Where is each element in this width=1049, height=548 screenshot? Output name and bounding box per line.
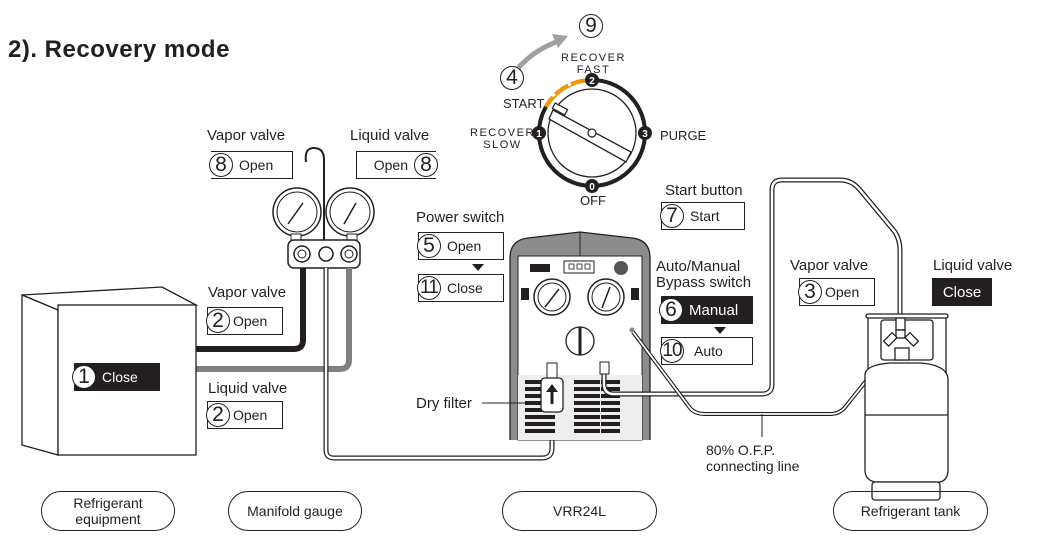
ofp-line-label-line2: connecting line xyxy=(706,458,800,474)
dial-label-purge: PURGE xyxy=(660,128,707,143)
dial-marker-3 xyxy=(638,126,652,140)
power-switch-label: Power switch xyxy=(416,209,505,226)
manifold-liquid-valve-status: Open 8 xyxy=(356,151,438,179)
equipment-vapor-valve-label: Vapor valve xyxy=(208,284,287,301)
manifold-vapor-valve-label: Vapor valve xyxy=(207,127,286,144)
component-vrr24l: VRR24L xyxy=(502,491,657,531)
refrigerant-tank xyxy=(864,313,949,501)
dial-marker-0-text: 0 xyxy=(589,182,595,193)
dial-label-off: OFF xyxy=(580,193,606,208)
dial-label-recover-fast: RECOVER FAST xyxy=(561,52,626,76)
manifold-gauge xyxy=(272,146,375,269)
dial-marker-1-text: 1 xyxy=(536,129,542,140)
equipment-status: 1 Close xyxy=(72,363,160,391)
dial-marker-0 xyxy=(585,179,599,193)
dial-step-9: 9 xyxy=(579,14,603,38)
tank-vapor-valve-status: 3 Open xyxy=(798,278,875,306)
dry-filter-label: Dry filter xyxy=(416,395,472,412)
vrr-vent-grille xyxy=(525,380,620,433)
start-button-label: Start button xyxy=(665,182,743,199)
mode-dial: 2 1 3 0 xyxy=(532,73,652,193)
power-switch-open: 5 Open xyxy=(417,232,504,260)
dial-marker-2 xyxy=(585,73,599,87)
bypass-switch-label-line2: Bypass switch xyxy=(656,274,752,291)
bypass-switch-manual: 6 Manual xyxy=(659,296,753,324)
equipment-vapor-valve-status: 2 Open xyxy=(206,307,283,335)
equipment-liquid-valve-status: 2 Open xyxy=(206,401,283,429)
vrr24l-unit xyxy=(509,231,651,441)
start-button-status: 7 Start xyxy=(660,202,745,230)
dial-marker-1 xyxy=(532,126,546,140)
component-refrigerant-equipment: Refrigerant equipment xyxy=(41,491,175,531)
manifold-vapor-valve-status: 8 Open xyxy=(209,151,293,179)
bypass-switch-auto: 10 Auto xyxy=(660,337,753,365)
tank-liquid-valve-status: Close xyxy=(932,278,992,306)
vrr-to-tank-vapor-line xyxy=(599,177,903,397)
vapor-hose-black xyxy=(196,268,306,352)
power-switch-close: 11 Close xyxy=(417,274,504,302)
ofp-line-label-line1: 80% O.F.P. xyxy=(706,442,776,458)
bypass-switch-arrow-icon xyxy=(714,327,726,334)
dial-step-4: 4 xyxy=(500,66,524,90)
page-title: 2). Recovery mode xyxy=(8,36,230,63)
component-refrigerant-tank: Refrigerant tank xyxy=(833,491,988,531)
ofp-connecting-line xyxy=(631,330,880,437)
equipment-liquid-valve-label: Liquid valve xyxy=(208,380,288,397)
dry-filter xyxy=(540,362,564,413)
dial-marker-3-text: 3 xyxy=(642,129,648,140)
tank-vapor-valve-label: Vapor valve xyxy=(790,257,869,274)
manifold-liquid-valve-label: Liquid valve xyxy=(350,127,430,144)
tank-liquid-valve-label: Liquid valve xyxy=(933,257,1013,274)
refrigerant-equipment xyxy=(21,286,199,456)
dial-marker-2-text: 2 xyxy=(589,76,595,87)
bypass-switch-label-line1: Auto/Manual xyxy=(656,258,741,275)
liquid-hose-gray xyxy=(196,268,352,372)
dial-label-recover-slow: RECOVER SLOW xyxy=(470,127,535,151)
component-manifold-gauge: Manifold gauge xyxy=(228,491,362,531)
dial-label-start: START xyxy=(503,96,545,111)
power-switch-arrow-icon xyxy=(472,264,484,271)
dial-rotation-arrowhead xyxy=(552,34,568,48)
